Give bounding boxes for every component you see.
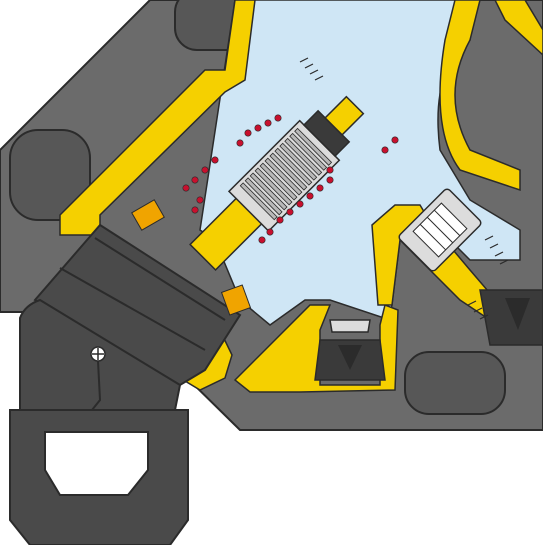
thread-marks (299, 57, 509, 320)
orange-insert-upper (131, 199, 165, 231)
spring-coil (259, 162, 298, 201)
o-ring-dot (306, 192, 314, 200)
o-ring-dot (276, 216, 284, 224)
o-ring-dot (254, 124, 262, 132)
spring-coil (254, 167, 293, 206)
spring-coil (244, 177, 283, 216)
connector-head (33, 223, 242, 387)
spring-coil (274, 147, 313, 186)
seat-right-cone (505, 298, 530, 330)
thread-mark (489, 243, 499, 249)
o-ring-dot (236, 139, 244, 147)
spring-coil (239, 182, 278, 221)
thread-mark (473, 307, 483, 313)
thread-mark (314, 75, 324, 81)
o-ring-dot (391, 136, 399, 144)
pilot-valve-line (419, 223, 447, 251)
connector-latch (91, 360, 102, 411)
spring-coil (284, 137, 323, 176)
thread-mark (304, 63, 314, 69)
o-ring-dot (316, 184, 324, 192)
diaphragm-seat-center (314, 319, 386, 381)
seat-center-cone (338, 345, 362, 370)
o-ring-dot (182, 184, 190, 192)
brass-port-center (233, 303, 399, 393)
spring-coil (279, 142, 318, 181)
thread-mark (484, 235, 494, 241)
plug-window (44, 431, 149, 496)
o-ring-dot (191, 206, 199, 214)
o-ring-dot (201, 166, 209, 174)
o-ring-dot (264, 119, 272, 127)
pilot-valve-line (433, 209, 461, 237)
connector-groove (94, 237, 226, 321)
o-ring-dot (266, 228, 274, 236)
o-ring-dot (244, 129, 252, 137)
plunger-assembly (189, 95, 365, 271)
housing-pocket-left (9, 129, 91, 221)
o-ring-dot (191, 176, 199, 184)
o-ring-dot (274, 114, 282, 122)
o-ring-dot (258, 236, 266, 244)
housing-pocket-bottom (404, 351, 506, 415)
thread-mark (309, 69, 319, 75)
o-ring-dot (196, 196, 204, 204)
o-ring-dot (296, 200, 304, 208)
spring-coil (264, 157, 303, 196)
thread-mark (499, 259, 509, 265)
connector-groove (59, 267, 206, 351)
pilot-valve-line (426, 216, 454, 244)
o-ring-dot (211, 156, 219, 164)
spring-coil (249, 172, 288, 211)
o-ring-dot (326, 176, 334, 184)
armature-spring (239, 127, 333, 221)
orange-insert-lower (220, 284, 252, 316)
thread-mark (479, 314, 489, 320)
o-ring-dot (381, 146, 389, 154)
o-ring-dot (286, 208, 294, 216)
o-ring-seals (182, 114, 399, 244)
solenoid-connector (9, 199, 252, 545)
thread-mark (494, 251, 504, 257)
seat-center-cap (329, 319, 371, 333)
thread-mark (299, 57, 309, 63)
spring-coil (289, 132, 328, 171)
plunger-tip (324, 95, 365, 136)
spring-coil (294, 127, 333, 166)
o-ring-dot (326, 166, 334, 174)
thread-mark (467, 300, 477, 306)
brass-stripe-right (494, 0, 543, 57)
spring-coil (269, 152, 308, 191)
diaphragm-seat-right (479, 289, 543, 346)
brass-wall-upper (59, 0, 256, 236)
pilot-valve (398, 188, 482, 272)
brass-wall-right (439, 0, 521, 192)
